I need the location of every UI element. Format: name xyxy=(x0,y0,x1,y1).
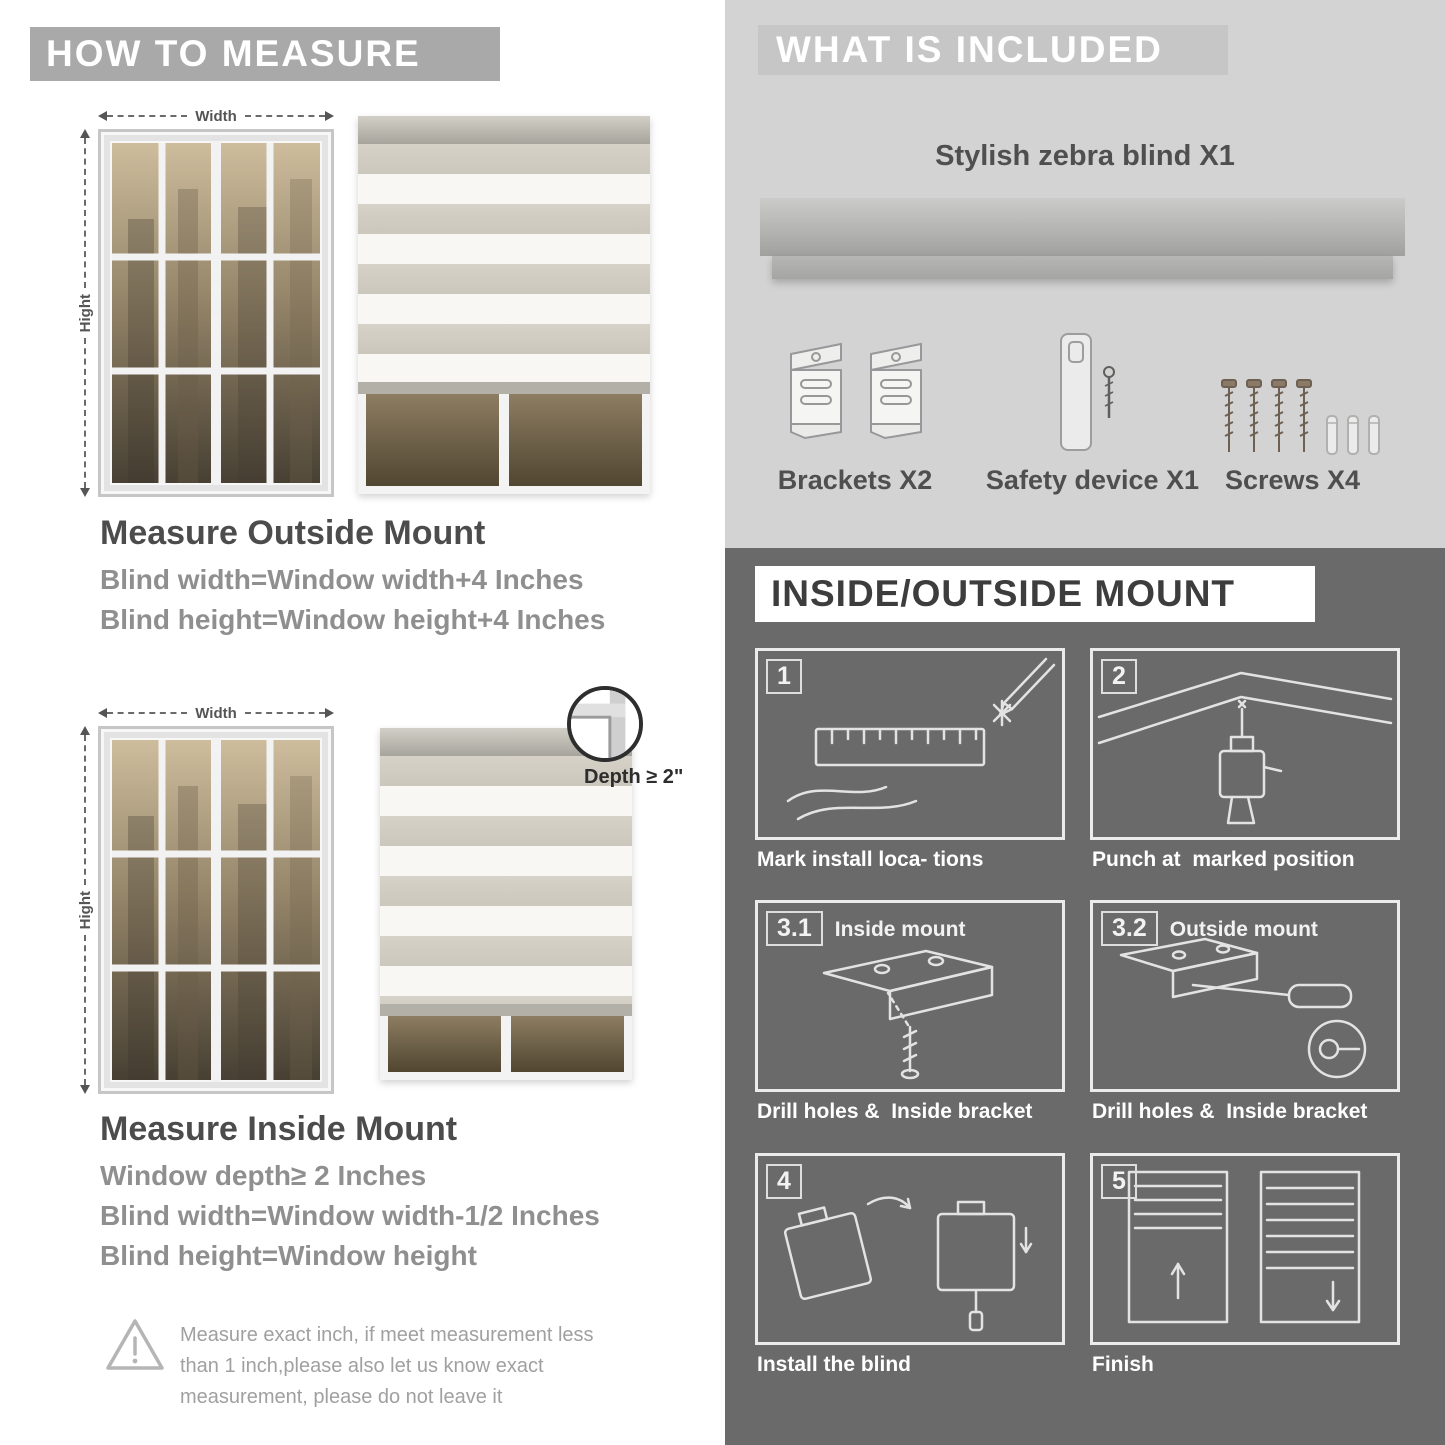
arrowhead-right-icon xyxy=(325,111,335,121)
width-arrow: Width xyxy=(98,103,335,129)
headrail-illustration xyxy=(760,198,1405,279)
drill-illustration xyxy=(1097,671,1393,825)
step-panel-3-1: 3.1 Inside mount xyxy=(755,900,1065,1092)
arrowhead-left-icon xyxy=(98,111,107,121)
window-bottom-graphic xyxy=(358,394,650,494)
screws-illustration xyxy=(1221,379,1312,453)
arrowhead-left-icon xyxy=(98,708,107,718)
brackets-label: Brackets X2 xyxy=(777,465,933,495)
arrowhead-right-icon xyxy=(325,708,335,718)
step-panel-2: 2 xyxy=(1090,648,1400,840)
arrowhead-down-icon xyxy=(80,488,90,498)
inside-mount-heading: Measure Inside Mount xyxy=(100,1110,458,1148)
blind-cassette xyxy=(358,116,650,144)
mount-instructions-section: INSIDE/OUTSIDE MOUNT 1 Mark install loca… xyxy=(725,548,1445,1445)
step-caption-3-2: Drill holes & Inside bracket xyxy=(1092,1100,1368,1123)
blind-bottom-rail xyxy=(380,1004,632,1016)
step-caption-1: Mark install loca- tions xyxy=(757,848,984,871)
zebra-blind-illustration-inside xyxy=(380,728,632,1080)
step-caption-5: Finish xyxy=(1092,1353,1154,1376)
step-caption-3-1: Drill holes & Inside bracket xyxy=(757,1100,1033,1123)
blind-stripes xyxy=(380,756,632,1004)
bracket-icon xyxy=(790,342,842,440)
step-number: 4 xyxy=(766,1164,802,1199)
warning-triangle-icon xyxy=(106,1319,164,1370)
brackets-illustration xyxy=(783,336,929,440)
install-blind-illustration xyxy=(783,1196,1033,1332)
window-graphic xyxy=(98,129,334,497)
wall-anchors-illustration xyxy=(1326,415,1380,455)
what-is-included-header: WHAT IS INCLUDED xyxy=(758,25,1228,75)
step-number: 1 xyxy=(766,659,802,694)
depth-detail-circle xyxy=(567,686,643,762)
height-label: Hight xyxy=(76,293,94,333)
arrowhead-down-icon xyxy=(80,1085,90,1095)
inside-bracket-illustration xyxy=(822,949,994,1080)
window-graphic xyxy=(98,726,334,1094)
mount-section-title: INSIDE/OUTSIDE MOUNT xyxy=(771,573,1236,614)
what-is-included-title: WHAT IS INCLUDED xyxy=(776,29,1163,70)
step-caption-4: Install the blind xyxy=(757,1353,912,1376)
arrowhead-up-icon xyxy=(80,726,90,735)
mark-locations-illustration xyxy=(786,657,1056,821)
step-panel-3-2: 3.2 Outside mount xyxy=(1090,900,1400,1092)
outside-bracket-illustration xyxy=(1119,937,1367,1079)
window-bottom-graphic xyxy=(380,1016,632,1080)
inside-mount-window-illustration: Width Hight xyxy=(72,700,335,1095)
blind-stripes xyxy=(358,144,650,382)
step-panel-4: 4 xyxy=(755,1153,1065,1345)
measurement-warning-text: Measure exact inch, if meet measurement … xyxy=(180,1324,594,1408)
window-corner-zoom-graphic xyxy=(571,690,639,758)
inside-mount-line-3: Blind height=Window height xyxy=(100,1240,477,1271)
product-name-label: Stylish zebra blind X1 xyxy=(935,140,1235,172)
blind-bottom-rail xyxy=(358,382,650,394)
height-arrow: Hight xyxy=(72,726,98,1095)
bracket-icon xyxy=(870,342,922,440)
step-panel-1: 1 xyxy=(755,648,1065,840)
how-to-measure-header: HOW TO MEASURE xyxy=(30,27,500,81)
what-is-included-section: WHAT IS INCLUDED Stylish zebra blind X1 xyxy=(725,0,1445,548)
height-arrow: Hight xyxy=(72,129,98,498)
step-caption-2: Punch at marked position xyxy=(1092,848,1355,871)
inside-mount-line-2: Blind width=Window width-1/2 Inches xyxy=(100,1200,600,1231)
step-number: 3.1 xyxy=(766,911,823,946)
step-panel-5: 5 xyxy=(1090,1153,1400,1345)
width-label: Width xyxy=(195,107,237,125)
step-number: 2 xyxy=(1101,659,1137,694)
width-label: Width xyxy=(195,704,237,722)
how-to-measure-title: HOW TO MEASURE xyxy=(46,33,421,74)
screws-label: Screws X4 xyxy=(1224,465,1361,495)
mount-section-header: INSIDE/OUTSIDE MOUNT xyxy=(755,566,1315,622)
step-number: 5 xyxy=(1101,1164,1137,1199)
outside-mount-line-1: Blind width=Window width+4 Inches xyxy=(100,564,584,595)
inside-mount-line-1: Window depth≥ 2 Inches xyxy=(100,1160,427,1191)
height-label: Hight xyxy=(76,890,94,930)
outside-mount-window-illustration: Width Hight xyxy=(72,103,335,498)
zebra-blind-illustration-outside xyxy=(358,116,650,494)
outside-mount-line-2: Blind height=Window height+4 Inches xyxy=(100,604,606,635)
step-title: Inside mount xyxy=(834,918,966,941)
width-arrow: Width xyxy=(98,700,335,726)
finish-illustration xyxy=(1127,1170,1361,1324)
step-title: Outside mount xyxy=(1169,918,1318,941)
step-number: 3.2 xyxy=(1101,911,1158,946)
safety-device-label: Safety device X1 xyxy=(985,465,1200,495)
outside-mount-heading: Measure Outside Mount xyxy=(100,514,486,552)
arrowhead-up-icon xyxy=(80,129,90,138)
safety-device-icon xyxy=(1060,333,1115,451)
depth-label: Depth ≥ 2" xyxy=(584,766,684,788)
